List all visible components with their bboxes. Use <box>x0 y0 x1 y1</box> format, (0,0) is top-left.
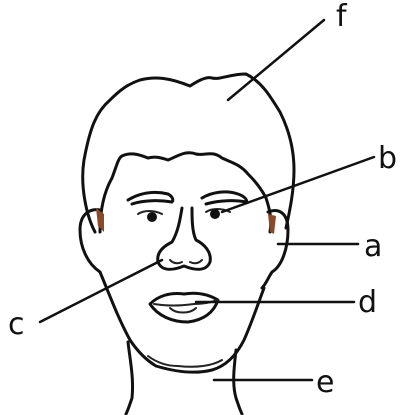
label-a: a <box>364 229 382 264</box>
label-d: d <box>358 285 377 320</box>
label-e: e <box>316 365 334 400</box>
label-f: f <box>336 0 348 34</box>
leader-line-c <box>40 260 162 322</box>
neck-right <box>234 350 242 414</box>
left-eye-pupil <box>147 212 157 222</box>
left-eyebrow <box>128 192 173 204</box>
right-eye-pupil <box>210 209 220 219</box>
chin-stubble <box>148 356 222 367</box>
teeth <box>170 308 196 313</box>
label-b: b <box>378 141 397 176</box>
leader-line-f <box>228 20 324 100</box>
label-c: c <box>8 307 25 342</box>
right-eyebrow <box>202 192 247 204</box>
hairline <box>100 153 271 232</box>
neck-left <box>126 342 133 414</box>
nostrils <box>170 260 202 263</box>
mouth-outline <box>150 293 218 322</box>
leader-line-b <box>222 157 374 212</box>
